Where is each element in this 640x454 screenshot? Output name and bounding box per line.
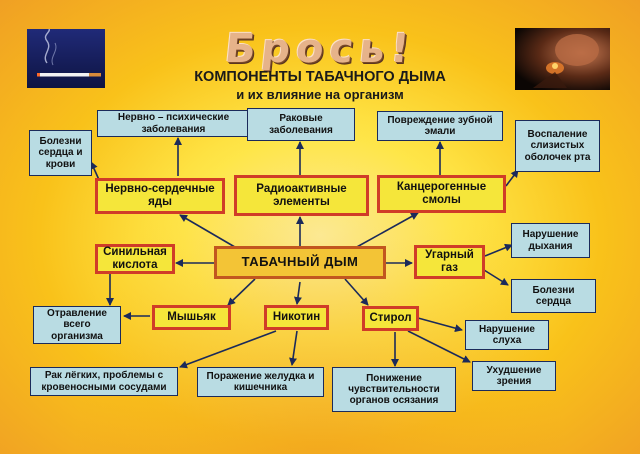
effect-nervno-psih: Нервно – психические заболевания <box>97 110 250 137</box>
component-myshyak: Мышьяк <box>152 305 231 330</box>
effect-zrenie: Ухудшение зрения <box>472 361 556 391</box>
effect-serdce-krov: Болезни сердца и крови <box>29 130 92 176</box>
banner-title: Брось! <box>222 26 418 72</box>
component-nikotin: Никотин <box>264 305 329 330</box>
effect-otravlenie: Отравление всего организма <box>33 306 121 344</box>
effect-bolezni-serdca: Болезни сердца <box>511 279 596 313</box>
effect-rakovye: Раковые заболевания <box>247 108 355 141</box>
center-tabachny-dym: ТАБАЧНЫЙ ДЫМ <box>214 246 386 279</box>
effect-sluh: Нарушение слуха <box>465 320 549 350</box>
cigarette-photo <box>27 28 105 88</box>
component-ugarny-gaz: Угарный газ <box>414 245 485 279</box>
smoker-photo <box>515 28 610 90</box>
component-kancerogennye: Канцерогенные смолы <box>377 175 506 213</box>
effect-osyazanie: Понижение чувствительности органов осяза… <box>332 367 456 412</box>
poster-title: КОМПОНЕНТЫ ТАБАЧНОГО ДЫМА <box>194 69 446 85</box>
component-nervno-serdechnye: Нервно-сердечные яды <box>95 178 225 214</box>
effect-legkie-sosudy: Рак лёгких, проблемы с кровеносными сосу… <box>30 367 178 396</box>
effect-slizistye: Воспаление слизистых оболочек рта <box>515 120 600 172</box>
component-radioaktivnye: Радиоактивные элементы <box>234 175 369 216</box>
effect-zubnaya-emal: Повреждение зубной эмали <box>377 111 503 141</box>
component-stirol: Стирол <box>362 306 419 331</box>
poster-subtitle: и их влияние на организм <box>236 87 404 102</box>
effect-zheludok: Поражение желудка и кишечника <box>197 367 324 397</box>
component-sinilnaya: Синильная кислота <box>95 244 175 274</box>
effect-dyhanie: Нарушение дыхания <box>511 223 590 258</box>
